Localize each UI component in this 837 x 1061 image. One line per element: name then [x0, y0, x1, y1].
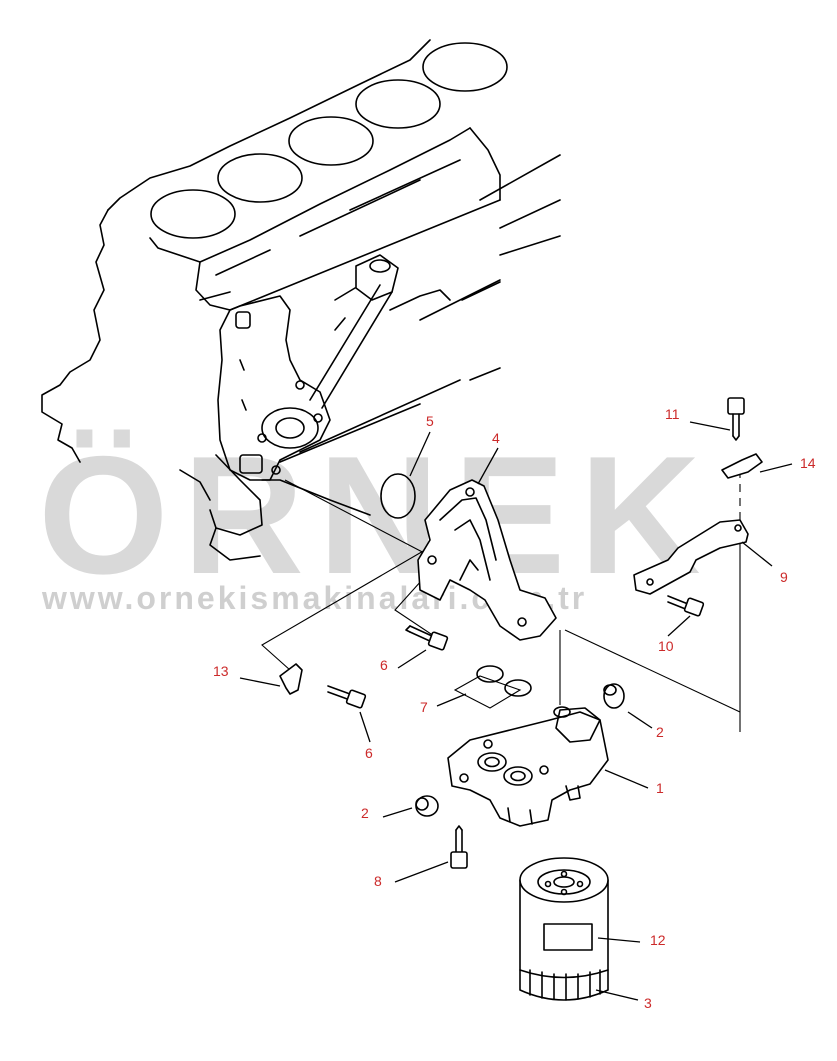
leader-13	[239, 677, 281, 687]
leader-6b	[359, 711, 371, 743]
part-7-gasket-set	[453, 665, 532, 709]
leader-8	[394, 861, 449, 883]
callout-12: 12	[650, 932, 666, 948]
callout-3: 3	[644, 995, 652, 1011]
part-2-plug-b	[415, 795, 439, 817]
part-8-bolt	[450, 825, 468, 869]
part-3-filter-cartridge	[519, 857, 609, 1001]
leader-2b	[382, 807, 413, 818]
leader-5	[409, 431, 431, 477]
leader-6a	[397, 649, 427, 669]
callout-2a: 2	[656, 724, 664, 740]
part-5-o-ring	[380, 473, 416, 519]
callout-9: 9	[780, 569, 788, 585]
leader-2a	[627, 711, 653, 729]
callout-5: 5	[426, 413, 434, 429]
leader-7	[436, 693, 467, 707]
leader-3	[595, 989, 639, 1001]
leader-10	[667, 615, 691, 637]
part-13-clip	[279, 663, 303, 695]
part-9-bracket	[633, 519, 749, 595]
callout-10: 10	[658, 638, 674, 654]
leader-12	[597, 937, 641, 943]
part-4-adapter	[417, 479, 557, 641]
part-1-filter-head	[447, 706, 609, 827]
leader-9	[741, 541, 773, 567]
part-6-bolt-a	[405, 625, 449, 651]
callout-11: 11	[665, 406, 680, 422]
callout-7: 7	[420, 699, 428, 715]
leader-14	[759, 463, 793, 473]
cylinder-bore-2	[355, 79, 441, 129]
callout-4: 4	[492, 430, 500, 446]
cylinder-bore-1	[422, 42, 508, 92]
part-6-bolt-b	[327, 685, 367, 709]
callout-14: 14	[800, 455, 816, 471]
cylinder-bore-3	[288, 116, 374, 166]
engine-block	[41, 39, 561, 561]
callout-6a: 6	[380, 657, 388, 673]
leader-4	[477, 447, 499, 485]
callout-2b: 2	[361, 805, 369, 821]
part-2-plug-a	[603, 683, 625, 709]
callout-8: 8	[374, 873, 382, 889]
callout-13: 13	[213, 663, 229, 679]
part-10-bolt	[667, 595, 705, 617]
callout-6b: 6	[365, 745, 373, 761]
leader-1	[604, 769, 649, 789]
cylinder-bore-5	[150, 189, 236, 239]
leader-11	[689, 421, 731, 431]
part-11-bolt	[727, 397, 745, 441]
part-12-label	[543, 923, 593, 951]
part-14-clip	[721, 453, 763, 479]
cylinder-bore-4	[217, 153, 303, 203]
callout-1: 1	[656, 780, 664, 796]
